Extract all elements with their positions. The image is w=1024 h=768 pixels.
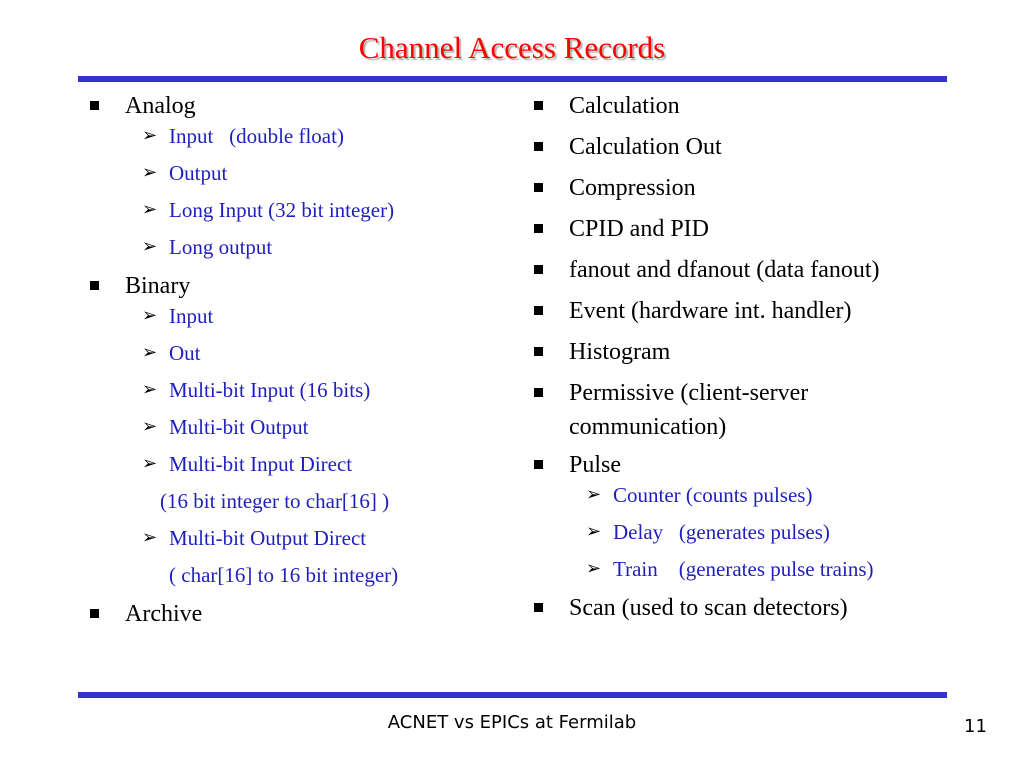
- page-number: 11: [964, 716, 987, 737]
- sub-item: ➢ Out: [125, 341, 508, 365]
- list-item: Permissive (client-server communication): [532, 376, 899, 444]
- sub-item-label: Counter (counts pulses): [613, 483, 813, 507]
- sub-item-label: Multi-bit Output: [169, 415, 309, 439]
- sub-item-label: Input (double float): [169, 124, 344, 148]
- item-label: Event (hardware int. handler): [569, 298, 852, 324]
- list-item-scan: Scan (used to scan detectors): [532, 594, 962, 622]
- sub-item: ➢ Multi-bit Output: [125, 415, 508, 439]
- arrowhead-bullet-icon: ➢: [142, 416, 158, 437]
- arrowhead-bullet-icon: ➢: [142, 125, 158, 146]
- sub-item-label: Long Input (32 bit integer): [169, 198, 395, 222]
- sub-item-label: Multi-bit Output Direct: [169, 526, 367, 550]
- pulse-sublist: ➢ Counter (counts pulses) ➢ Delay (generat…: [569, 483, 962, 581]
- sub-item: ➢ Input (double float): [125, 124, 508, 148]
- item-label: Scan (used to scan detectors): [569, 595, 848, 621]
- list-item: Histogram: [532, 338, 962, 366]
- list-item: CPID and PID: [532, 215, 962, 243]
- list-item-archive: Archive: [88, 600, 508, 628]
- arrowhead-bullet-icon: ➢: [142, 453, 158, 474]
- list-item: Calculation Out: [532, 133, 962, 161]
- arrowhead-bullet-icon: ➢: [142, 305, 158, 326]
- list-item: fanout and dfanout (data fanout): [532, 256, 962, 284]
- sub-item: ➢ Long output: [125, 235, 508, 259]
- sub-item: ➢ Input: [125, 304, 508, 328]
- item-label: CPID and PID: [569, 216, 710, 242]
- sub-item: ➢ Multi-bit Input Direct: [125, 452, 508, 476]
- square-bullet-icon: [534, 142, 543, 151]
- right-column-list: Calculation Calculation Out Compression …: [532, 92, 962, 635]
- square-bullet-icon: [534, 224, 543, 233]
- sub-item-label: ( char[16] to 16 bit integer): [169, 563, 399, 587]
- bottom-rule: [78, 692, 947, 698]
- square-bullet-icon: [534, 347, 543, 356]
- sub-item-label: Long output: [169, 235, 273, 259]
- sub-item: ➢ Train (generates pulse trains): [569, 557, 962, 581]
- arrowhead-bullet-icon: ➢: [142, 199, 158, 220]
- sub-item-label: (16 bit integer to char[16] ): [160, 489, 390, 513]
- item-label: Histogram: [569, 339, 671, 365]
- sub-item: ➢ Multi-bit Input (16 bits): [125, 378, 508, 402]
- sub-item-label: Out: [169, 341, 201, 365]
- sub-item-label: Multi-bit Input (16 bits): [169, 378, 371, 402]
- sub-item: ➢ Long Input (32 bit integer): [125, 198, 508, 222]
- square-bullet-icon: [534, 460, 543, 469]
- square-bullet-icon: [90, 101, 99, 110]
- item-label: Archive: [125, 601, 203, 627]
- arrowhead-bullet-icon: ➢: [142, 379, 158, 400]
- square-bullet-icon: [90, 609, 99, 618]
- item-label: Calculation: [569, 93, 680, 119]
- item-label: Calculation Out: [569, 134, 722, 160]
- square-bullet-icon: [534, 603, 543, 612]
- arrowhead-bullet-icon: ➢: [586, 558, 602, 579]
- arrowhead-bullet-icon: ➢: [586, 521, 602, 542]
- sub-item-label: Multi-bit Input Direct: [169, 452, 353, 476]
- top-rule: [78, 76, 947, 82]
- sub-item-label: Output: [169, 161, 228, 185]
- arrowhead-bullet-icon: ➢: [142, 342, 158, 363]
- arrowhead-bullet-icon: ➢: [586, 484, 602, 505]
- slide-title: Channel Access Records: [358, 30, 666, 65]
- sub-item: ➢ Counter (counts pulses): [569, 483, 962, 507]
- square-bullet-icon: [90, 281, 99, 290]
- square-bullet-icon: [534, 306, 543, 315]
- arrowhead-bullet-icon: ➢: [142, 162, 158, 183]
- square-bullet-icon: [534, 101, 543, 110]
- list-item-pulse: Pulse ➢ Counter (counts pulses) ➢ Delay (g…: [532, 451, 962, 581]
- sub-item: ➢ Multi-bit Output Direct: [125, 526, 508, 550]
- arrowhead-bullet-icon: ➢: [142, 236, 158, 257]
- sub-item-continuation: ( char[16] to 16 bit integer): [125, 563, 508, 587]
- footer-text: ACNET vs EPICs at Fermilab: [387, 712, 637, 733]
- sub-item: ➢ Delay (generates pulses): [569, 520, 962, 544]
- list-item-analog: Analog ➢ Input (double float) ➢ Output ➢ Lo…: [88, 92, 508, 259]
- item-label: Pulse: [569, 452, 622, 478]
- item-label: fanout and dfanout (data fanout): [569, 257, 880, 283]
- list-item: Calculation: [532, 92, 962, 120]
- analog-sublist: ➢ Input (double float) ➢ Output ➢ Long Inpu…: [125, 124, 508, 259]
- item-label: Binary: [125, 273, 191, 299]
- sub-item-label: Delay (generates pulses): [613, 520, 830, 544]
- sub-item-label: Train (generates pulse trains): [613, 557, 874, 581]
- list-item-binary: Binary ➢ Input ➢ Out ➢ Multi-bit Input (16 …: [88, 272, 508, 587]
- binary-sublist: ➢ Input ➢ Out ➢ Multi-bit Input (16 bits) ➢…: [125, 304, 508, 587]
- left-column-list: Analog ➢ Input (double float) ➢ Output ➢ Lo…: [88, 92, 508, 641]
- sub-item-label: Input: [169, 304, 214, 328]
- item-label: Analog: [125, 93, 196, 119]
- item-label: Compression: [569, 175, 696, 201]
- square-bullet-icon: [534, 183, 543, 192]
- sub-item: ➢ Output: [125, 161, 508, 185]
- square-bullet-icon: [534, 265, 543, 274]
- square-bullet-icon: [534, 388, 543, 397]
- list-item: Event (hardware int. handler): [532, 297, 962, 325]
- arrowhead-bullet-icon: ➢: [142, 527, 158, 548]
- item-label: Permissive (client-server communication): [569, 380, 809, 440]
- list-item: Compression: [532, 174, 962, 202]
- sub-item-continuation: (16 bit integer to char[16] ): [125, 489, 508, 513]
